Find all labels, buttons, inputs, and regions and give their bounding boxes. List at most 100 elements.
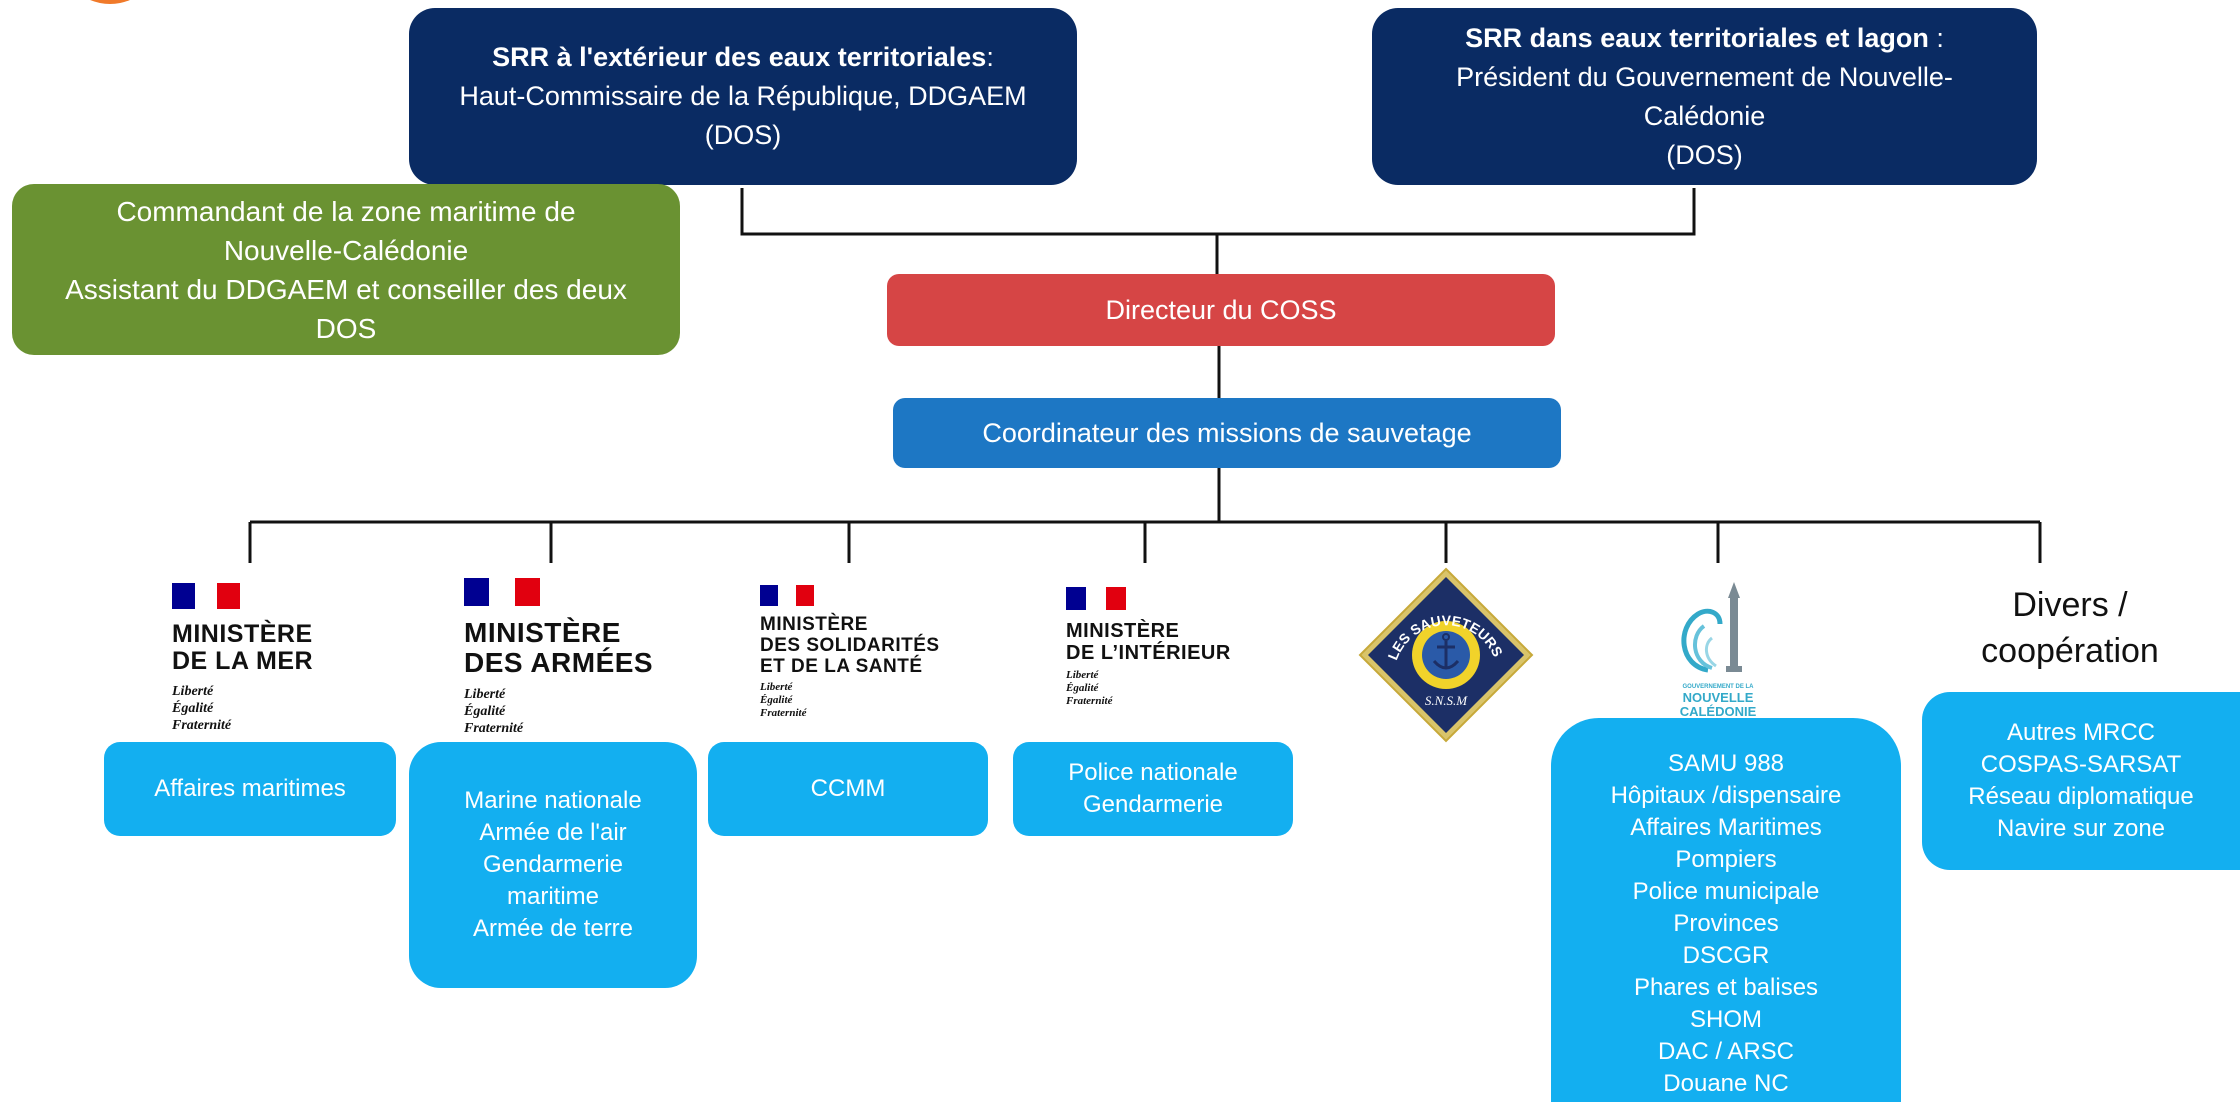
srr-interieur-title: SRR dans eaux territoriales et lagon — [1465, 22, 1929, 53]
snsm-abbr: S.N.S.M — [1425, 693, 1468, 708]
directeur-coss-box: Directeur du COSS — [887, 274, 1555, 346]
srr-exterieur-title: SRR à l'extérieur des eaux territoriales — [492, 42, 987, 72]
anchor-icon — [1432, 641, 1460, 670]
ministere-sante-name: MINISTÈRE DES SOLIDARITÉS ET DE LA SANTÉ — [760, 614, 940, 677]
marianne-flag-icon — [760, 585, 814, 606]
ministere-mer-logo: MINISTÈRE DE LA MER Liberté Égalité Frat… — [172, 583, 313, 734]
ministere-mer-name-1: MINISTÈRE — [172, 620, 313, 648]
srr-interieur-dos: (DOS) — [1666, 139, 1743, 170]
service-item: SHOM — [1690, 1006, 1762, 1033]
service-item: Armée de l'air — [479, 819, 627, 846]
nc-logo-line-2: CALÉDONIE — [1679, 704, 1757, 719]
service-item: Gendarmerie — [482, 851, 624, 878]
motto-fraternite: Fraternité — [172, 718, 232, 733]
ministere-armees-logo: MINISTÈRE DES ARMÉES Liberté Égalité Fra… — [464, 578, 653, 737]
srr-interieur-authority-1: Président du Gouvernement de Nouvelle- — [1456, 61, 1953, 92]
services-mer-box: Affaires maritimes — [104, 742, 396, 836]
ministere-interieur-motto: Liberté Égalité Fraternité — [1066, 669, 1231, 708]
coordinateur-label: Coordinateur des missions de sauvetage — [982, 417, 1472, 448]
snsm-logo: LES SAUVETEURS EN MER S.N.S.M — [1350, 552, 1536, 745]
service-item: Armée de terre — [472, 915, 634, 942]
divers-cooperation-label: Divers / coopération — [1980, 582, 2160, 674]
service-item: DAC / ARSC — [1657, 1038, 1795, 1065]
service-item: Navire sur zone — [1996, 815, 2166, 842]
motto-egalite: Égalité — [464, 704, 506, 719]
ministere-armees-name: MINISTÈRE DES ARMÉES — [464, 618, 653, 678]
service-item: SAMU 988 — [1667, 750, 1785, 777]
ministere-interieur-name: MINISTÈRE DE L’INTÉRIEUR — [1066, 620, 1231, 664]
services-armees-box: Marine nationale Armée de l'air Gendarme… — [409, 742, 697, 988]
srr-interieur-box: SRR dans eaux territoriales et lagon : P… — [1372, 8, 2037, 185]
services-nc-box: SAMU 988 Hôpitaux /dispensaire Affaires … — [1551, 718, 1901, 1102]
motto-liberte: Liberté — [464, 687, 506, 702]
ministere-sante-name-1: MINISTÈRE — [760, 614, 868, 635]
service-item: CCMM — [810, 775, 886, 802]
service-item: Phares et balises — [1633, 974, 1819, 1001]
motto-egalite: Égalité — [760, 694, 793, 706]
nc-logo-line-1: NOUVELLE — [1682, 690, 1754, 705]
srr-exterieur-colon: : — [986, 42, 994, 72]
srr-exterieur-dos: (DOS) — [704, 120, 782, 150]
srr-interieur-colon: : — [1928, 22, 1944, 53]
srr-exterieur-authority: Haut-Commissaire de la République, DDGAE… — [459, 81, 1027, 111]
ministere-sante-motto: Liberté Égalité Fraternité — [760, 681, 940, 720]
motto-liberte: Liberté — [1066, 669, 1099, 681]
divers-line-2: coopération — [1981, 632, 2159, 670]
ministere-interieur-name-2: DE L’INTÉRIEUR — [1066, 642, 1231, 664]
service-item: Provinces — [1673, 910, 1779, 937]
service-item: maritime — [506, 883, 599, 910]
commandant-line-1: Commandant de la zone maritime de — [116, 195, 576, 227]
commandant-box: Commandant de la zone maritime de Nouvel… — [12, 184, 680, 355]
service-item: Police municipale — [1632, 878, 1820, 905]
ministere-sante-name-3: ET DE LA SANTÉ — [760, 656, 923, 677]
services-interieur-box: Police nationale Gendarmerie — [1013, 742, 1293, 836]
nouvelle-caledonie-logo: GOUVERNEMENT DE LA NOUVELLE CALÉDONIE — [1668, 578, 1768, 719]
service-item: COSPAS-SARSAT — [1980, 751, 2182, 778]
ministere-armees-motto: Liberté Égalité Fraternité — [464, 686, 653, 737]
service-item: Gendarmerie — [1082, 791, 1224, 818]
commandant-line-2: Nouvelle-Calédonie — [223, 234, 469, 266]
service-item: Autres MRCC — [2006, 719, 2156, 746]
motto-egalite: Égalité — [172, 701, 214, 716]
nc-logo-text: GOUVERNEMENT DE LA NOUVELLE CALÉDONIE — [1668, 683, 1768, 719]
motto-liberte: Liberté — [172, 684, 214, 699]
service-item: Douane NC — [1663, 1070, 1789, 1097]
marianne-flag-icon — [172, 583, 241, 609]
service-item: Hôpitaux /dispensaire — [1610, 782, 1842, 809]
ministere-mer-name-2: DE LA MER — [172, 647, 314, 675]
coordinateur-box: Coordinateur des missions de sauvetage — [893, 398, 1561, 468]
service-item: Réseau diplomatique — [1968, 783, 2194, 810]
srr-exterieur-box: SRR à l'extérieur des eaux territoriales… — [409, 8, 1077, 185]
ministere-sante-name-2: DES SOLIDARITÉS — [760, 635, 940, 656]
ministere-sante-logo: MINISTÈRE DES SOLIDARITÉS ET DE LA SANTÉ… — [760, 585, 940, 720]
motto-fraternite: Fraternité — [1066, 695, 1113, 707]
service-item: Pompiers — [1675, 846, 1777, 873]
service-item: Affaires maritimes — [154, 775, 346, 802]
motto-fraternite: Fraternité — [464, 721, 524, 736]
marianne-flag-icon — [1066, 587, 1126, 610]
nc-logo-small: GOUVERNEMENT DE LA — [1682, 684, 1754, 690]
ministere-armees-name-1: MINISTÈRE — [464, 617, 621, 648]
commandant-line-4: DOS — [315, 312, 377, 344]
motto-liberte: Liberté — [760, 681, 793, 693]
marianne-flag-icon — [464, 578, 540, 606]
logo-partial — [55, 0, 165, 18]
services-sante-box: CCMM — [708, 742, 988, 836]
srr-exterieur-heading: SRR à l'extérieur des eaux territoriales… — [492, 38, 994, 77]
directeur-coss-label: Directeur du COSS — [1105, 294, 1337, 325]
ministere-interieur-name-1: MINISTÈRE — [1066, 620, 1180, 642]
ministere-mer-name: MINISTÈRE DE LA MER — [172, 621, 313, 675]
motto-fraternite: Fraternité — [760, 707, 807, 719]
commandant-line-3: Assistant du DDGAEM et conseiller des de… — [65, 273, 627, 305]
divers-line-1: Divers / — [2012, 586, 2128, 624]
ministere-interieur-logo: MINISTÈRE DE L’INTÉRIEUR Liberté Égalité… — [1066, 587, 1231, 708]
shell-icon — [1681, 582, 1742, 673]
ministere-mer-motto: Liberté Égalité Fraternité — [172, 683, 313, 734]
ministere-armees-name-2: DES ARMÉES — [464, 647, 654, 678]
srr-interieur-authority-2: Calédonie — [1643, 100, 1766, 131]
service-item: Marine nationale — [464, 787, 642, 814]
service-item: Affaires Maritimes — [1630, 814, 1822, 841]
srr-interieur-heading: SRR dans eaux territoriales et lagon : — [1465, 19, 1944, 58]
motto-egalite: Égalité — [1066, 682, 1099, 694]
